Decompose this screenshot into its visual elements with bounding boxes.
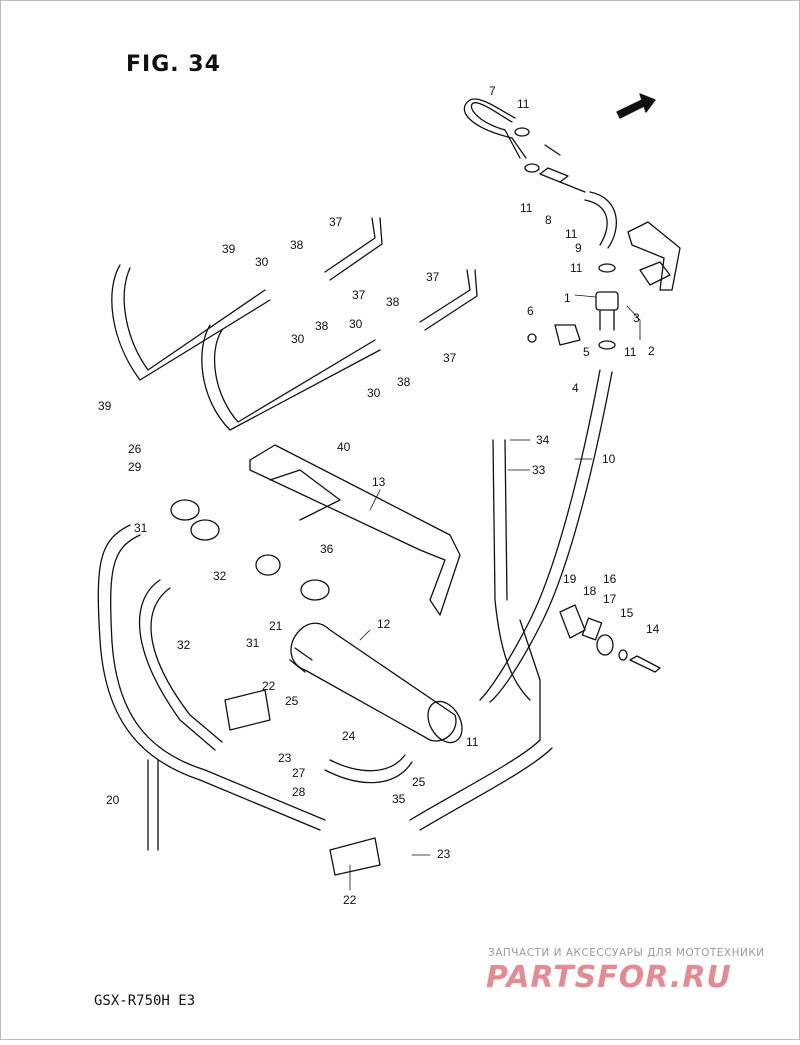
callout: 26 xyxy=(128,442,142,456)
callout: 25 xyxy=(412,775,426,789)
callout: 37 xyxy=(329,215,343,229)
callout: 30 xyxy=(255,255,269,269)
hose-20 xyxy=(147,759,159,851)
callout: 3 xyxy=(633,311,640,325)
hose-35 xyxy=(409,619,553,831)
callout: 27 xyxy=(292,766,306,780)
callout-labels: 7 11 11 8 11 9 11 1 3 2 6 5 11 4 39 30 3… xyxy=(98,84,660,907)
callout: 13 xyxy=(372,475,386,489)
bracket-13 xyxy=(249,444,461,616)
joint-22 xyxy=(224,689,381,876)
callout: 1 xyxy=(564,291,571,305)
clamp-11 xyxy=(514,127,540,173)
callout: 37 xyxy=(443,351,457,365)
callout: 23 xyxy=(278,751,292,765)
callout: 10 xyxy=(602,452,616,466)
hose-33 xyxy=(492,439,531,701)
callout: 39 xyxy=(98,399,112,413)
callout: 12 xyxy=(377,617,391,631)
hose-10 xyxy=(479,369,613,703)
watermark-caption: ЗАПЧАСТИ И АКСЕССУАРЫ ДЛЯ МОТОТЕХНИКИ xyxy=(488,947,765,959)
callout: 32 xyxy=(213,569,227,583)
callout: 7 xyxy=(489,84,496,98)
model-code: GSX-R750H E3 xyxy=(94,993,196,1009)
callout: 38 xyxy=(386,295,400,309)
callout: 4 xyxy=(572,381,579,395)
callout: 15 xyxy=(620,606,634,620)
clamp-5 xyxy=(527,324,581,346)
callout: 9 xyxy=(575,241,582,255)
callout: 30 xyxy=(349,317,363,331)
hose-24 xyxy=(324,754,413,784)
callout: 33 xyxy=(532,463,546,477)
callout: 11 xyxy=(624,345,637,359)
callout: 17 xyxy=(603,592,617,606)
callout: 36 xyxy=(320,542,334,556)
figure-title: FIG. 34 xyxy=(126,52,221,77)
callout: 24 xyxy=(342,729,356,743)
callout: 19 xyxy=(563,572,577,586)
callout: 18 xyxy=(583,584,597,598)
callout: 37 xyxy=(426,270,440,284)
callout: 5 xyxy=(583,345,590,359)
callout: 31 xyxy=(246,636,260,650)
callout: 23 xyxy=(437,847,451,861)
callout: 11 xyxy=(520,201,533,215)
callout: 34 xyxy=(536,433,550,447)
hose-group-30 xyxy=(111,264,381,431)
callout: 28 xyxy=(292,785,306,799)
callout: 22 xyxy=(343,893,357,907)
valve-36 xyxy=(170,499,330,601)
callout: 16 xyxy=(603,572,617,586)
callout: 38 xyxy=(315,319,329,333)
callout: 31 xyxy=(134,521,148,535)
callout: 39 xyxy=(222,242,236,256)
callout: 14 xyxy=(646,622,660,636)
joint-8 xyxy=(539,167,586,193)
callout: 25 xyxy=(285,694,299,708)
canister-12 xyxy=(289,622,463,744)
callout: 20 xyxy=(106,793,120,807)
callout: 35 xyxy=(392,792,406,806)
callout: 11 xyxy=(466,735,479,749)
hose-loop-26 xyxy=(97,524,326,831)
hose-9 xyxy=(584,191,618,249)
callout: 29 xyxy=(128,460,142,474)
callout: 38 xyxy=(397,375,411,389)
valve-1 xyxy=(595,263,619,350)
callout: 11 xyxy=(570,261,583,275)
watermark-logo: PARTSFOR.RU xyxy=(486,960,732,995)
callout: 32 xyxy=(177,638,191,652)
callout: 2 xyxy=(648,344,655,358)
hose-group-37 xyxy=(324,217,478,331)
callout: 22 xyxy=(262,679,276,693)
bolt-14 xyxy=(559,604,661,673)
fwd-arrow xyxy=(544,93,656,156)
callout: 8 xyxy=(545,213,552,227)
callout: 40 xyxy=(337,440,351,454)
leader-lines xyxy=(349,294,641,891)
callout: 38 xyxy=(290,238,304,252)
hose-7 xyxy=(463,98,527,159)
callout: 11 xyxy=(565,227,578,241)
callout: 30 xyxy=(291,332,305,346)
bracket-2 xyxy=(627,221,681,291)
callout: 6 xyxy=(527,304,534,318)
callout: 37 xyxy=(352,288,366,302)
callout: 21 xyxy=(269,619,283,633)
callout: 30 xyxy=(367,386,381,400)
callout: 11 xyxy=(517,97,530,111)
